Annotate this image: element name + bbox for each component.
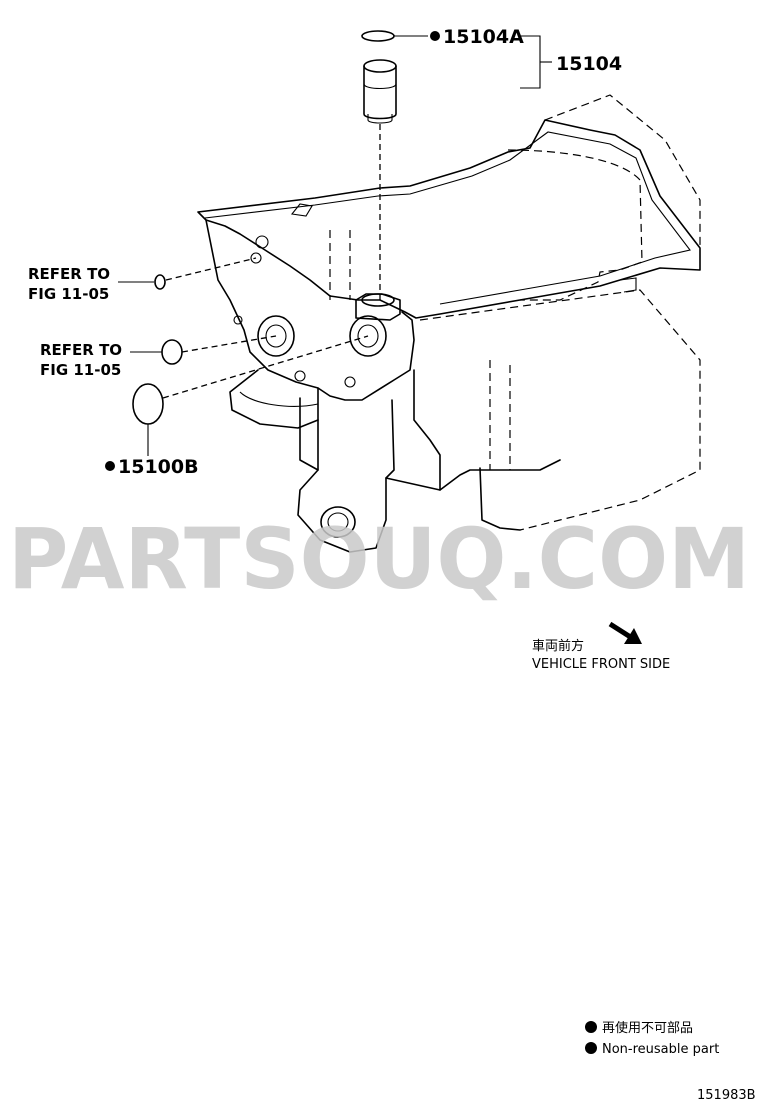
callout-label: 15104A bbox=[443, 26, 524, 48]
oring-15100b bbox=[132, 383, 164, 425]
oil-pan-housing bbox=[197, 94, 701, 553]
non-reusable-dot-icon bbox=[430, 31, 440, 41]
washer-upper bbox=[154, 274, 166, 290]
figure-id: 151983B bbox=[697, 1088, 756, 1103]
non-reusable-dot-icon bbox=[585, 1042, 597, 1054]
direction-japanese: 車両前方 bbox=[532, 638, 584, 654]
callout-15104a: 15104A bbox=[430, 26, 524, 48]
callout-15100b: 15100B bbox=[105, 456, 199, 478]
strainer-15104 bbox=[363, 59, 397, 124]
leader-lines bbox=[118, 35, 552, 456]
watermark: PARTSOUQ.COM bbox=[8, 510, 750, 608]
refer-label-1-line2: FIG 11-05 bbox=[28, 285, 109, 303]
legend: 再使用不可部品 Non-reusable part bbox=[585, 1020, 719, 1057]
legend-english: Non-reusable part bbox=[602, 1042, 719, 1057]
callout-label: 15100B bbox=[118, 456, 199, 478]
vehicle-direction: 車両前方 VEHICLE FRONT SIDE bbox=[532, 621, 670, 672]
legend-japanese: 再使用不可部品 bbox=[602, 1020, 693, 1036]
non-reusable-dot-icon bbox=[105, 461, 115, 471]
callout-15104: 15104 bbox=[556, 53, 622, 75]
front-arrow-icon bbox=[608, 621, 642, 644]
refer-label-2-line2: FIG 11-05 bbox=[40, 361, 121, 379]
assembly-lines bbox=[162, 124, 381, 399]
non-reusable-dot-icon bbox=[585, 1021, 597, 1033]
refer-label-1-line1: REFER TO bbox=[28, 265, 110, 283]
refer-label-2-line1: REFER TO bbox=[40, 341, 122, 359]
oring-15104a bbox=[361, 30, 395, 42]
direction-english: VEHICLE FRONT SIDE bbox=[532, 657, 670, 672]
oring-middle bbox=[161, 339, 183, 365]
